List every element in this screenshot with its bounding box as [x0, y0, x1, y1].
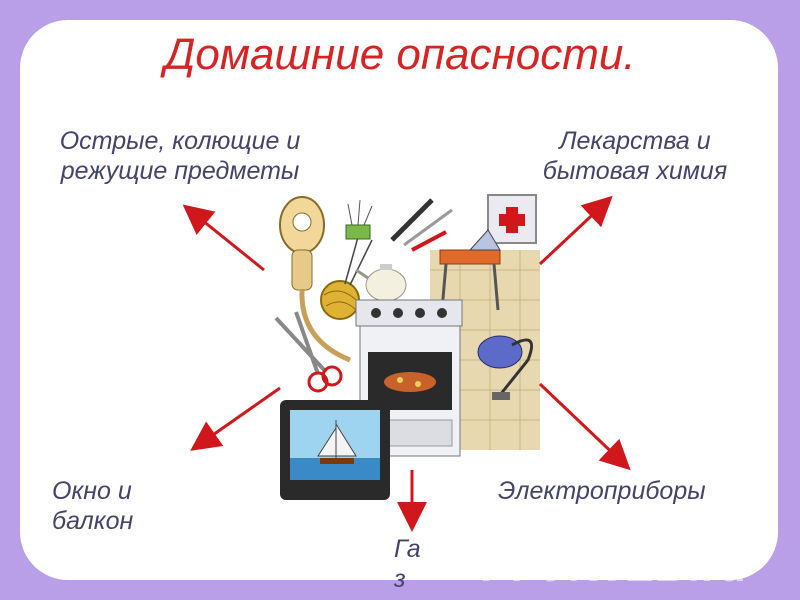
cutlery-icon: [390, 198, 453, 252]
arrow-to-chemicals: [538, 195, 613, 266]
gas-stove-icon: [355, 299, 463, 457]
watermark: PPt4WEB.ru: [480, 542, 747, 591]
wall-socket-icon: [279, 196, 351, 363]
first-aid-cabinet-icon: [487, 194, 537, 244]
caption-sharp-objects: Острые, колющие и режущие предметы: [59, 127, 301, 185]
kettle-icon: [355, 264, 407, 302]
arrow-to-electrical: [538, 382, 631, 471]
scissors-icon: [274, 311, 343, 393]
vacuum-cleaner-icon: [477, 335, 533, 400]
caption-medicines-chemicals: Лекарства и бытовая химия: [542, 127, 728, 185]
iron-icon: [468, 229, 501, 251]
caption-window-balcony: Окно и балкон: [52, 477, 134, 535]
arrows: [182, 195, 631, 532]
yarn-ball-icon: [320, 229, 373, 320]
arrow-to-window: [190, 386, 281, 451]
caption-electrical-appliances: Электроприборы: [498, 477, 706, 505]
television-icon: [280, 400, 390, 500]
arrow-to-sharp-objects: [182, 204, 265, 272]
page-title: Домашние опасности.: [164, 30, 636, 79]
pin-cushion-icon: [345, 199, 373, 240]
caption-gas: Газ: [394, 535, 421, 593]
